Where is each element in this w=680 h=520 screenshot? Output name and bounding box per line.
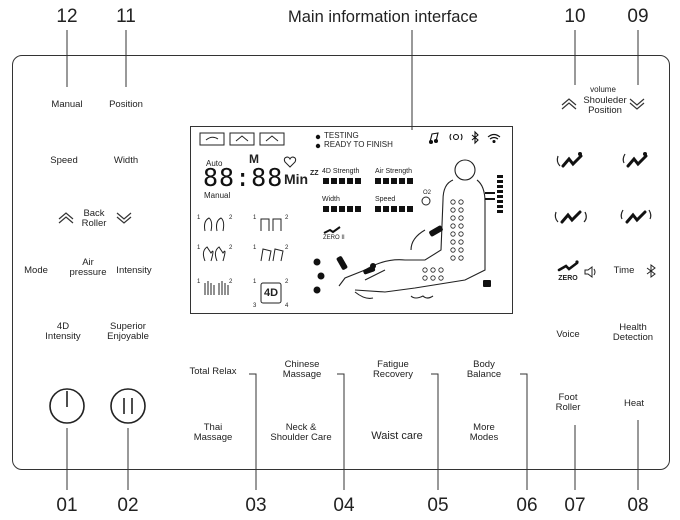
4d-icon-label: 4D xyxy=(264,287,279,299)
shoulder-position-label: Shouleder Position xyxy=(583,95,627,117)
label-05: 05 xyxy=(427,495,449,516)
strength-4d-label: 4D Strength xyxy=(322,168,360,175)
status-icons xyxy=(428,130,501,145)
thai-massage-button[interactable]: Thai Massage xyxy=(193,422,233,444)
svg-text:2: 2 xyxy=(285,215,289,221)
svg-text:1: 1 xyxy=(253,215,257,221)
recline-reset-icon[interactable] xyxy=(618,206,654,228)
bluetooth-icon[interactable] xyxy=(645,264,657,278)
label-03: 03 xyxy=(245,495,267,516)
label-10: 10 xyxy=(564,6,586,27)
m-label: M xyxy=(249,152,259,166)
down-chevron-icon[interactable] xyxy=(628,97,646,111)
width-button[interactable]: Width xyxy=(113,155,139,166)
testing-dot-icon xyxy=(315,134,321,140)
down-chevron-icon[interactable] xyxy=(114,211,134,225)
air-strength-label: Air Strength xyxy=(375,168,412,175)
hand-mode-icons xyxy=(199,132,285,146)
svg-text:1: 1 xyxy=(197,279,201,285)
chinese-massage-button[interactable]: Chinese Massage xyxy=(282,359,322,381)
position-button[interactable]: Position xyxy=(109,99,143,110)
massage-technique-icons: 1 2 1 2 1 2 1 2 1 2 1 2 3 4 xyxy=(197,215,289,309)
zz-label: ZZ xyxy=(310,170,319,177)
zero-button[interactable]: ZERO xyxy=(558,275,578,282)
superior-enjoyable-button[interactable]: Superior Enjoyable xyxy=(107,321,149,343)
label-01: 01 xyxy=(56,495,78,516)
main-display-screen xyxy=(190,126,513,314)
more-modes-button[interactable]: More Modes xyxy=(469,422,499,444)
waist-care-button[interactable]: Waist care xyxy=(371,430,423,442)
ready-dot-icon xyxy=(315,143,321,149)
power-button[interactable] xyxy=(44,383,90,429)
timer-display: 88:88 xyxy=(203,163,284,192)
recline-back-icon[interactable] xyxy=(555,150,587,172)
zero-gravity-small-icon xyxy=(323,226,341,234)
strength-bars xyxy=(323,178,413,212)
min-label: Min xyxy=(284,171,309,187)
time-button[interactable]: Time xyxy=(613,265,635,276)
neck-shoulder-care-button[interactable]: Neck & Shoulder Care xyxy=(270,422,332,444)
main-info-title: Main information interface xyxy=(288,8,478,26)
back-roller-label: Back Roller xyxy=(81,208,107,230)
pause-button[interactable] xyxy=(105,383,151,429)
zero2-label: ZERO II xyxy=(323,235,345,241)
svg-text:2: 2 xyxy=(285,279,289,285)
foot-roller-button[interactable]: Foot Roller xyxy=(555,392,581,414)
zero-gravity-icon xyxy=(557,260,579,272)
svg-text:1: 1 xyxy=(253,279,257,285)
recline-both-icon[interactable] xyxy=(553,206,589,228)
o2-label: O2 xyxy=(423,190,432,196)
mode-button[interactable]: Mode xyxy=(24,265,48,276)
label-12: 12 xyxy=(56,6,78,27)
health-detection-button[interactable]: Health Detection xyxy=(612,322,654,344)
label-04: 04 xyxy=(333,495,355,516)
o2-icon xyxy=(421,196,431,206)
voice-button[interactable]: Voice xyxy=(556,329,580,340)
label-08: 08 xyxy=(627,495,649,516)
testing-status: TESTING xyxy=(324,131,359,140)
remote-panel xyxy=(12,55,670,470)
volume-label: volume xyxy=(590,85,616,94)
label-07: 07 xyxy=(564,495,586,516)
total-relax-button[interactable]: Total Relax xyxy=(189,366,237,377)
label-02: 02 xyxy=(117,495,139,516)
heat-button[interactable]: Heat xyxy=(623,398,645,409)
svg-text:4: 4 xyxy=(285,303,289,309)
label-09: 09 xyxy=(627,6,649,27)
manual-button[interactable]: Manual xyxy=(51,99,83,110)
auto-label: Auto xyxy=(206,159,223,168)
speed-screen-label: Speed xyxy=(375,196,396,203)
up-chevron-icon[interactable] xyxy=(56,211,76,225)
label-11: 11 xyxy=(116,6,136,27)
body-balance-button[interactable]: Body Balance xyxy=(466,359,502,381)
up-chevron-icon[interactable] xyxy=(560,97,578,111)
recline-forward-icon[interactable] xyxy=(620,150,652,172)
air-pressure-button[interactable]: Air pressure xyxy=(69,257,107,279)
svg-text:2: 2 xyxy=(229,215,233,221)
svg-text:2: 2 xyxy=(285,245,289,251)
svg-text:1: 1 xyxy=(197,245,201,251)
speaker-icon xyxy=(584,266,596,278)
speed-button[interactable]: Speed xyxy=(50,155,78,166)
4d-intensity-button[interactable]: 4D Intensity xyxy=(45,321,81,343)
manual-screen-label: Manual xyxy=(204,191,231,200)
label-06: 06 xyxy=(516,495,538,516)
width-screen-label: Width xyxy=(322,196,340,203)
svg-text:2: 2 xyxy=(229,245,233,251)
svg-text:2: 2 xyxy=(229,279,233,285)
ready-status: READY TO FINISH xyxy=(324,140,393,149)
body-massage-map xyxy=(313,159,503,299)
svg-text:3: 3 xyxy=(253,303,257,309)
fatigue-recovery-button[interactable]: Fatigue Recovery xyxy=(372,359,414,381)
heart-icon xyxy=(283,156,297,168)
svg-text:1: 1 xyxy=(197,215,201,221)
intensity-button[interactable]: Intensity xyxy=(116,265,152,276)
svg-text:1: 1 xyxy=(253,245,257,251)
